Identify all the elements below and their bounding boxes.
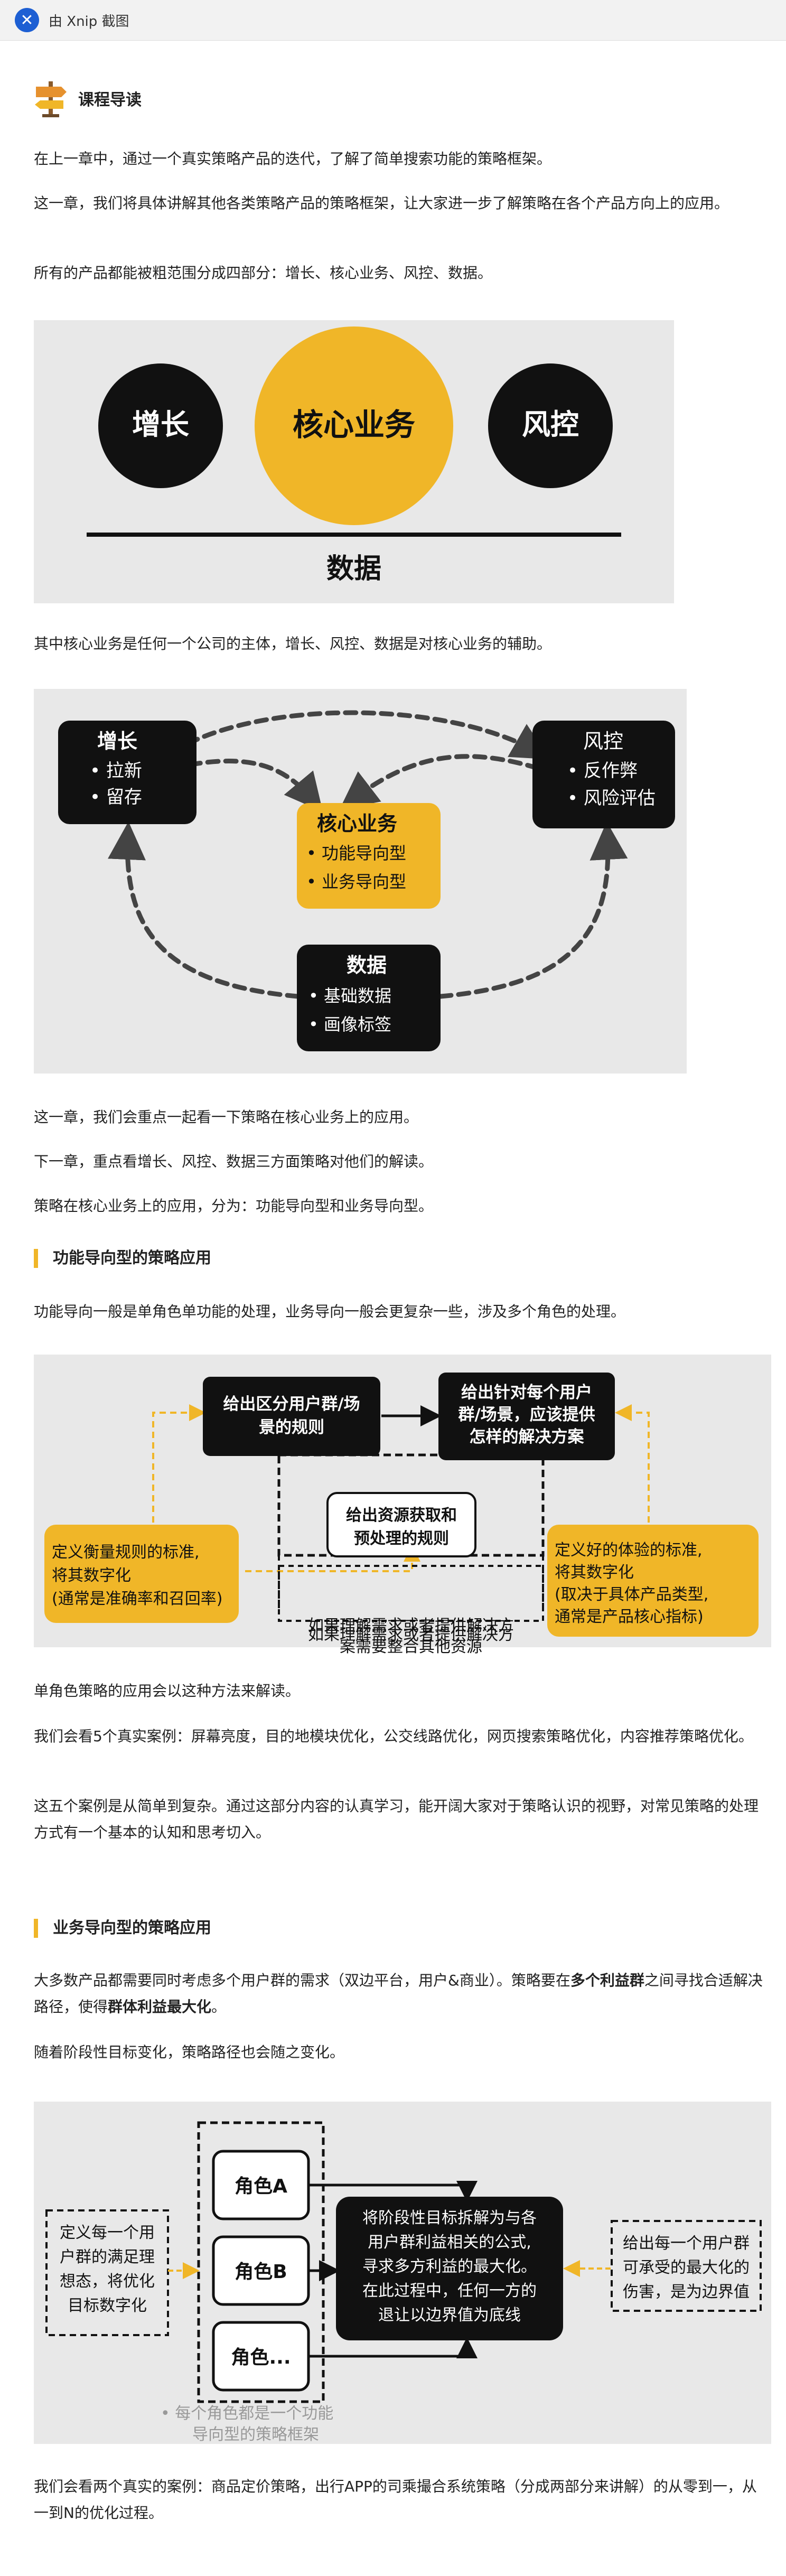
core-box: [297, 803, 441, 909]
svg-text:将其数字化: 将其数字化: [52, 1566, 131, 1585]
svg-text:数据: 数据: [347, 954, 387, 977]
signpost-icon: [35, 81, 67, 117]
paragraph: 这一章，我们会重点一起看一下策略在核心业务上的应用。: [34, 1108, 419, 1126]
resource-box: [326, 1492, 476, 1557]
core-label: 核心业务: [293, 407, 415, 443]
svg-text:• 风险评估: • 风险评估: [567, 788, 656, 809]
svg-text:定义衡量规则的标准,: 定义衡量规则的标准,: [52, 1543, 200, 1562]
svg-text:• 业务导向型: • 业务导向型: [306, 872, 406, 892]
window-titlebar: ✕ 由 Xnip 截图: [0, 0, 786, 41]
data-box: [297, 945, 441, 1051]
paragraph: 单角色策略的应用会以这种方法来解读。: [34, 1682, 301, 1700]
svg-text:伤害，是为边界值: 伤害，是为边界值: [623, 2283, 750, 2301]
svg-text:增长: 增长: [97, 730, 137, 753]
growth-box: [58, 721, 196, 824]
svg-text:给出区分用户群/场: 给出区分用户群/场: [223, 1395, 360, 1414]
left-goal-box: [45, 2209, 169, 2336]
formula-box: [336, 2197, 563, 2340]
rule-box: [203, 1377, 380, 1456]
svg-text:核心业务: 核心业务: [317, 812, 397, 835]
svg-text:• 画像标签: • 画像标签: [308, 1014, 391, 1034]
left-standard-box: [44, 1525, 239, 1623]
svg-text:• 功能导向型: • 功能导向型: [306, 843, 406, 863]
resource-note: 如果理解需求或者提供解决方 案需要整合其他资源: [308, 1617, 514, 1656]
figure-function-framework: 给出区分用户群/场 景的规则 给出针对每个用户 群/场景，应该提供 怎样的解决方…: [34, 1355, 771, 1656]
data-baseline: [87, 533, 621, 537]
svg-text:目标数字化: 目标数字化: [68, 2297, 147, 2315]
data-label: 数据: [326, 553, 381, 585]
risk-circle: [488, 363, 613, 488]
right-boundary-box: [611, 2220, 762, 2312]
figure-core-business: 增长 • 拉新 • 留存 风控 • 反作弊 • 风险评估 核心业务 • 功能导向…: [34, 689, 687, 1074]
roles-note-line1: • 每个角色都是一个功能: [161, 2404, 333, 2423]
svg-text:• 基础数据: • 基础数据: [308, 986, 391, 1006]
svg-text:将阶段性目标拆解为与各: 将阶段性目标拆解为与各: [362, 2209, 537, 2227]
figure-product-areas: 增长 核心业务 风控 数据: [34, 320, 674, 603]
paragraph: 功能导向一般是单角色单功能的处理，业务导向一般会更复杂一些，涉及多个角色的处理。: [34, 1303, 626, 1320]
paragraph: 策略在核心业务上的应用，分为：功能导向型和业务导向型。: [34, 1197, 434, 1215]
svg-text:将其数字化: 将其数字化: [555, 1563, 634, 1582]
growth-circle: [98, 363, 223, 488]
svg-text:给出每一个用户群: 给出每一个用户群: [623, 2234, 750, 2253]
section-title: 课程导读: [78, 91, 142, 109]
role-a: 角色A: [235, 2176, 287, 2197]
svg-text:风控: 风控: [583, 730, 623, 753]
right-standard-box: [547, 1525, 759, 1637]
paragraph: 这一章，我们将具体讲解其他各类策略产品的策略框架，让大家进一步了解策略在各个产品…: [34, 194, 729, 212]
svg-text:给出针对每个用户: 给出针对每个用户: [461, 1383, 592, 1402]
figure-business-framework: 角色A 角色B 角色... 将阶段性目标拆解为与各 用户群利益相关的公式, 寻求…: [34, 2102, 771, 2444]
svg-text:(取决于具体产品类型,: (取决于具体产品类型,: [555, 1585, 708, 1604]
svg-text:寻求多方利益的最大化。: 寻求多方利益的最大化。: [362, 2257, 537, 2276]
svg-text:通常是产品核心指标): 通常是产品核心指标): [555, 1608, 704, 1626]
svg-text:给出资源获取和: 给出资源获取和: [346, 1506, 457, 1525]
paragraph: 下一章，重点看增长、风控、数据三方面策略对他们的解读。: [34, 1153, 434, 1170]
svg-text:景的规则: 景的规则: [259, 1418, 324, 1437]
paragraph: 我们会看5个真实案例：屏幕亮度，目的地模块优化，公交线路优化，网页搜索策略优化，…: [34, 1728, 753, 1745]
paragraph: 我们会看两个真实的案例：商品定价策略，出行APP的司乘撮合系统策略（分成两部分来…: [34, 2478, 757, 2522]
svg-text:如果理解需求或者提供解决方: 如果理解需求或者提供解决方: [308, 1626, 514, 1644]
svg-text:预处理的规则: 预处理的规则: [354, 1529, 449, 1548]
subheading-business: 业务导向型的策略应用: [34, 1919, 211, 1938]
svg-text:户群的满足理: 户群的满足理: [60, 2248, 155, 2266]
xnip-logo-icon: ✕: [15, 8, 39, 32]
svg-text:• 留存: • 留存: [90, 787, 142, 808]
paragraph: 随着阶段性目标变化，策略路径也会随之变化。: [34, 2043, 345, 2061]
svg-text:• 反作弊: • 反作弊: [567, 760, 638, 781]
svg-text:• 拉新: • 拉新: [90, 760, 142, 781]
svg-text:可承受的最大化的: 可承受的最大化的: [623, 2258, 750, 2277]
paragraph: 在上一章中，通过一个真实策略产品的迭代，了解了简单搜索功能的策略框架。: [34, 150, 552, 167]
svg-text:退让以边界值为底线: 退让以边界值为底线: [378, 2306, 521, 2325]
svg-text:怎样的解决方案: 怎样的解决方案: [470, 1427, 585, 1446]
roles-note-line2: 导向型的策略框架: [192, 2425, 319, 2444]
subheading-function: 功能导向型的策略应用: [34, 1249, 211, 1268]
svg-text:用户群利益相关的公式,: 用户群利益相关的公式,: [368, 2233, 531, 2252]
risk-box: [532, 721, 675, 828]
paragraph: 所有的产品都能被粗范围分成四部分：增长、核心业务、风控、数据。: [34, 264, 493, 282]
role-b: 角色B: [235, 2261, 287, 2283]
paragraph: 其中核心业务是任何一个公司的主体，增长、风控、数据是对核心业务的辅助。: [34, 635, 552, 652]
svg-text:群/场景，应该提供: 群/场景，应该提供: [457, 1405, 595, 1424]
growth-label: 增长: [132, 408, 189, 441]
svg-text:(通常是准确率和召回率): (通常是准确率和召回率): [52, 1590, 222, 1608]
paragraph-multi-interest: 大多数产品都需要同时考虑多个用户群的需求（双边平台，用户&商业）。策略要在多个利…: [34, 1972, 763, 2015]
core-circle: [255, 326, 453, 525]
svg-text:在此过程中，任何一方的: 在此过程中，任何一方的: [362, 2282, 537, 2300]
svg-text:定义每一个用: 定义每一个用: [60, 2224, 155, 2242]
solution-box: [438, 1373, 615, 1460]
paragraph: 这五个案例是从简单到复杂。通过这部分内容的认真学习，能开阔大家对于策略认识的视野…: [34, 1797, 759, 1841]
svg-text:想态，将优化: 想态，将优化: [60, 2272, 155, 2291]
risk-label: 风控: [522, 408, 579, 441]
svg-text:定义好的体验的标准,: 定义好的体验的标准,: [555, 1541, 703, 1560]
window-title: 由 Xnip 截图: [49, 13, 129, 30]
role-more: 角色...: [231, 2347, 291, 2368]
